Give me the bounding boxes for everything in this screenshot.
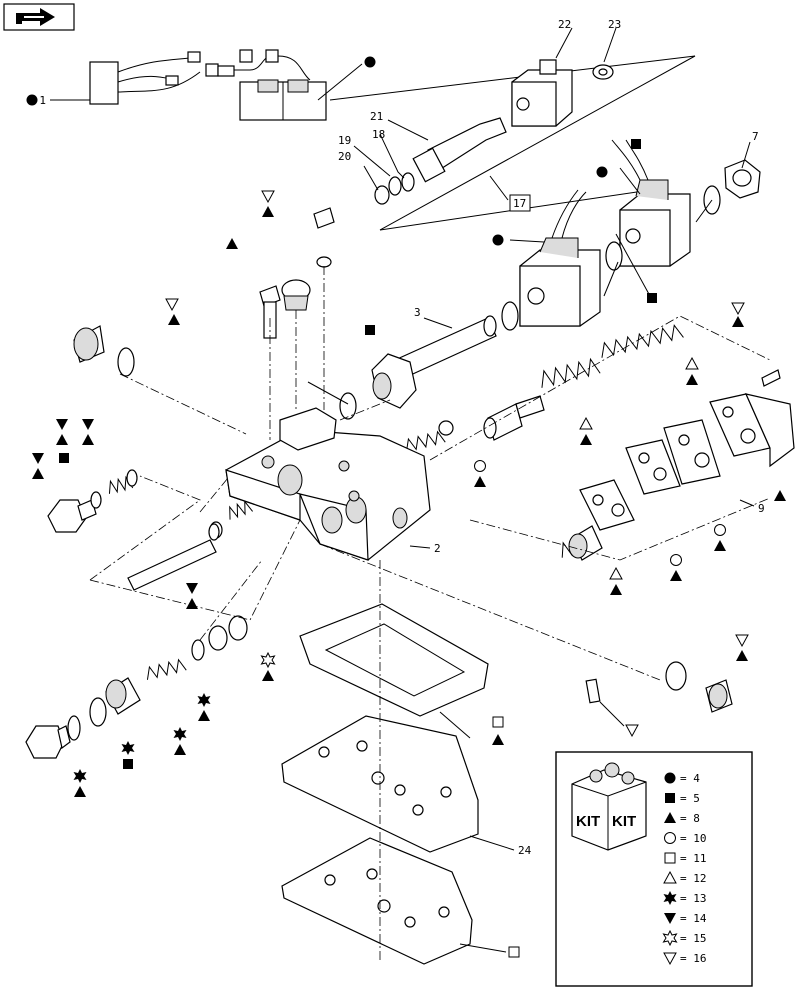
kit-label-left: KIT — [576, 813, 600, 830]
callout-9: 9 — [758, 502, 765, 515]
gaskets-and-cover — [281, 393, 795, 965]
kit-box-illustration: KIT KIT — [571, 762, 647, 851]
legend-entry-12: = 12 — [680, 872, 707, 885]
legend-entry-13: = 13 — [680, 892, 707, 905]
legend-open-square-icon — [664, 852, 676, 864]
callout-2: 2 — [434, 542, 441, 555]
legend-entry-15: = 15 — [680, 932, 707, 945]
legend-entry-16: = 16 — [680, 952, 707, 965]
kit-label-right: KIT — [612, 813, 636, 830]
callout-labels: 1 2 3 7 9 17 18 19 20 21 22 23 24 — [39, 18, 764, 857]
callout-1: 1 — [39, 94, 46, 107]
valve-stem — [339, 315, 497, 420]
callout-17: 17 — [513, 197, 526, 210]
callout-22: 22 — [558, 18, 571, 31]
callout-21: 21 — [370, 110, 383, 123]
callout-19: 19 — [338, 134, 351, 147]
solenoid-coil-lower — [501, 189, 623, 331]
solenoid-coil-upper — [611, 139, 761, 267]
spools-and-plugs — [25, 207, 781, 759]
legend-filled-square-icon — [665, 793, 675, 803]
legend-entry-5: = 5 — [680, 792, 700, 805]
leader-lines — [50, 27, 755, 953]
legend-entry-4: = 4 — [680, 772, 700, 785]
legend-entry-10: = 10 — [680, 832, 707, 845]
callout-24: 24 — [518, 844, 532, 857]
assembly-lines — [89, 266, 771, 960]
next-page-button[interactable] — [3, 3, 75, 31]
kit-legend: KIT KIT = 4 = 5 = 8 = 10 = 11 = 12 = 13 … — [555, 751, 753, 987]
next-page-arrow-icon — [16, 8, 55, 26]
legend-open-circle-icon — [664, 832, 676, 844]
legend-entry-11: = 11 — [680, 852, 707, 865]
callout-23: 23 — [608, 18, 621, 31]
legend-entry-14: = 14 — [680, 912, 707, 925]
callout-20: 20 — [338, 150, 351, 163]
callout-3: 3 — [414, 306, 421, 319]
callout-18: 18 — [372, 128, 385, 141]
solenoid-kit-group-17 — [329, 55, 696, 231]
legend-filled-circle-icon — [664, 772, 676, 784]
wiring-harness — [89, 49, 327, 121]
legend-entries: = 4 = 5 = 8 = 10 = 11 = 12 = 13 = 14 = 1… — [663, 772, 707, 965]
valve-body — [225, 407, 431, 561]
legend-entry-8: = 8 — [680, 812, 700, 825]
callout-7: 7 — [752, 130, 759, 143]
